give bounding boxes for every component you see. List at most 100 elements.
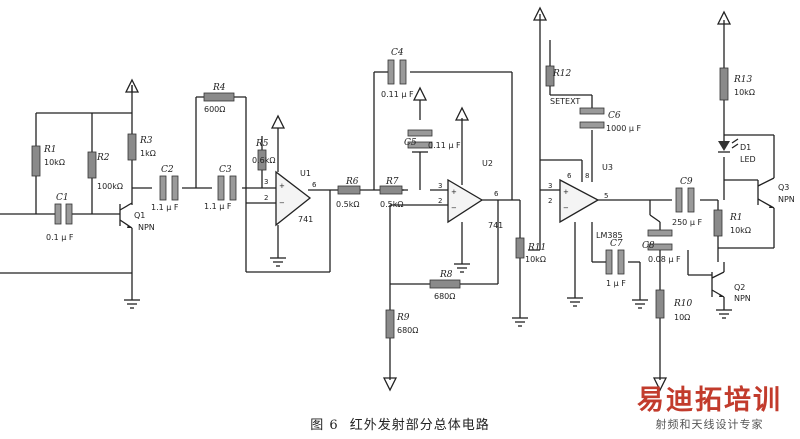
- svg-text:6: 6: [567, 172, 572, 180]
- resistor-r10: [655, 289, 665, 319]
- watermark-subtitle: 射频和天线设计专家: [655, 418, 764, 431]
- transistor-q3: [757, 177, 775, 209]
- label-u3-setext: SETEXT: [550, 97, 580, 106]
- vcc-arrow-c5: [412, 86, 428, 101]
- label-q3-type: NPN: [778, 195, 795, 204]
- label-q1-ref: Q1: [134, 211, 145, 220]
- ground-c7: [632, 299, 648, 309]
- svg-text:8: 8: [585, 172, 589, 180]
- figure-number: 图 6: [310, 418, 339, 433]
- resistor-r8: [429, 279, 461, 289]
- capacitor-c6: [579, 107, 605, 129]
- label-r14-ref: R1: [729, 213, 743, 223]
- label-c3-value: 1.1 μ F: [204, 202, 232, 211]
- label-c3-ref: C3: [219, 165, 232, 175]
- vcc-arrow-q1: [124, 78, 140, 93]
- label-r4-ref: R4: [212, 83, 226, 93]
- label-r1-ref: R1: [43, 145, 57, 155]
- label-r11-ref: R11: [527, 243, 546, 253]
- label-c6-ref: C6: [608, 111, 621, 121]
- ground-u1: [270, 225, 286, 267]
- figure-title: 红外发射部分总体电路: [349, 418, 490, 433]
- label-c7-ref: C7: [610, 239, 623, 249]
- svg-text:2: 2: [264, 194, 268, 202]
- capacitor-c5: [407, 129, 433, 149]
- label-r10-ref: R10: [673, 299, 693, 309]
- svg-text:−: −: [451, 204, 457, 212]
- label-r12-ref: R12: [552, 69, 572, 79]
- component-labels: R1 10kΩ C1 0.1 μ F R2 100kΩ R3 1kΩ Q1 NP…: [43, 48, 795, 335]
- label-c5-ref: C5: [404, 138, 417, 148]
- label-c8-ref: C8: [642, 241, 655, 251]
- vcc-arrow-r12: [532, 6, 548, 21]
- resistor-r13: [719, 67, 729, 101]
- watermark-logo: 易迪拓培训: [637, 385, 782, 416]
- label-q3-ref: Q3: [778, 183, 789, 192]
- label-c7-value: 1 μ F: [606, 279, 626, 288]
- label-d1-type: LED: [740, 155, 756, 164]
- power-rails: [124, 6, 732, 392]
- vee-arrow-r10: [652, 377, 668, 392]
- vcc-arrow-r13: [716, 10, 732, 25]
- capacitors: [54, 59, 695, 275]
- op-amps: +− +− +−: [275, 170, 600, 227]
- circuit-schematic: +− +− +− R1 10kΩ C1 0.1 μ F R2 100kΩ R3 …: [0, 6, 795, 392]
- label-r3-value: 1kΩ: [140, 149, 156, 158]
- label-r7-value: 0.5kΩ: [380, 200, 403, 209]
- label-c8-value: 0.08 μ F: [648, 255, 681, 264]
- svg-text:3: 3: [548, 182, 552, 190]
- label-u3-part: LM385: [596, 231, 623, 240]
- grounds: [124, 151, 732, 327]
- capacitor-c8: [647, 229, 673, 251]
- label-r6-ref: R6: [345, 177, 359, 187]
- resistor-r4: [203, 92, 235, 102]
- transistors: [119, 177, 775, 298]
- label-c2-value: 1.1 μ F: [151, 203, 179, 212]
- svg-text:2: 2: [438, 197, 442, 205]
- label-r2-ref: R2: [96, 153, 110, 163]
- resistors: [31, 65, 729, 339]
- label-r13-value: 10kΩ: [734, 88, 755, 97]
- svg-text:+: +: [279, 182, 285, 190]
- label-r14-value: 10kΩ: [730, 226, 751, 235]
- svg-text:3: 3: [264, 178, 268, 186]
- label-c4-value: 0.11 μ F: [381, 90, 414, 99]
- svg-text:+: +: [451, 188, 457, 196]
- label-r11-value: 10kΩ: [525, 255, 546, 264]
- ground-r11: [512, 317, 528, 327]
- label-c9-value: 250 μ F: [672, 218, 702, 227]
- resistor-r1: [31, 145, 41, 177]
- ground-q2: [716, 309, 732, 319]
- vcc-arrow-u1: [270, 114, 286, 129]
- label-u2-ref: U2: [482, 159, 493, 168]
- capacitor-c1: [54, 203, 73, 225]
- label-r4-value: 600Ω: [204, 105, 225, 114]
- label-r9-ref: R9: [396, 313, 410, 323]
- resistor-r7: [379, 185, 403, 195]
- svg-text:+: +: [563, 188, 569, 196]
- resistor-r14: [713, 209, 723, 237]
- figure-caption: 图 6 红外发射部分总体电路: [0, 414, 800, 433]
- op-amp-u3: [559, 178, 600, 224]
- label-r8-value: 680Ω: [434, 292, 455, 301]
- svg-text:3: 3: [438, 182, 442, 190]
- op-amp-u1: [275, 170, 312, 227]
- label-q1-type: NPN: [138, 223, 155, 232]
- label-c6-value: 1000 μ F: [606, 124, 642, 133]
- capacitor-c4: [387, 59, 407, 85]
- svg-text:5: 5: [604, 192, 608, 200]
- capacitor-c3: [217, 175, 237, 201]
- label-u2-part: 741: [488, 221, 503, 230]
- label-c1-ref: C1: [56, 193, 69, 203]
- watermark: 易迪拓培训 射频和天线设计专家: [637, 386, 782, 432]
- label-r2-value: 100kΩ: [97, 182, 123, 191]
- label-c4-ref: C4: [391, 48, 404, 58]
- transistor-q2: [711, 271, 725, 298]
- ground-q1: [124, 299, 140, 309]
- label-c5-value: 0.11 μ F: [428, 141, 461, 150]
- resistor-r9: [385, 309, 395, 339]
- label-c2-ref: C2: [161, 165, 174, 175]
- capacitor-c2: [159, 175, 179, 201]
- resistor-r11: [515, 237, 525, 259]
- resistor-r5: [257, 149, 267, 171]
